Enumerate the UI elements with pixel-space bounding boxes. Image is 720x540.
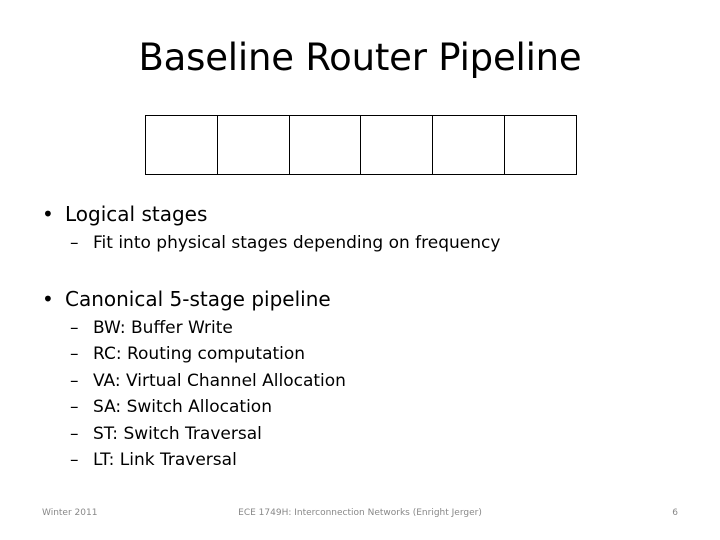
- bullet-heading-label: Canonical 5-stage pipeline: [65, 286, 331, 311]
- pipeline-stage-cell: [505, 116, 576, 174]
- pipeline-stage-cell: [361, 116, 434, 174]
- sub-bullet-list: – BW: Buffer Write – RC: Routing computa…: [0, 315, 720, 474]
- sub-bullet-label: Fit into physical stages depending on fr…: [93, 233, 501, 253]
- pipeline-stage-cell: [289, 116, 362, 174]
- sub-bullet-item: – LT: Link Traversal: [0, 447, 720, 474]
- pipeline-stage-cell: [217, 116, 290, 174]
- page-title: Baseline Router Pipeline: [138, 36, 582, 79]
- footer-page-number: 6: [672, 508, 678, 518]
- bullet-dash-icon: –: [70, 397, 79, 417]
- sub-bullet-item: – BW: Buffer Write: [0, 315, 720, 342]
- sub-bullet-label: RC: Routing computation: [93, 344, 306, 364]
- bullet-dash-icon: –: [70, 317, 79, 338]
- pipeline-stage-table: [145, 115, 577, 175]
- bullet-dot-icon: •: [42, 286, 54, 311]
- pipeline-stage-cell: [146, 116, 218, 174]
- sub-bullet-item: – ST: Switch Traversal: [0, 421, 720, 448]
- sub-bullet-item: – RC: Routing computation: [0, 341, 720, 368]
- footer-course-label: ECE 1749H: Interconnection Networks (Enr…: [238, 508, 482, 518]
- sub-bullet-label: SA: Switch Allocation: [93, 397, 272, 417]
- slide-body: • Logical stages – Fit into physical sta…: [0, 200, 720, 474]
- sub-bullet-item: – SA: Switch Allocation: [0, 394, 720, 421]
- bullet-dash-icon: –: [70, 423, 79, 444]
- bullet-dash-icon: –: [70, 450, 79, 470]
- sub-bullet-item: – Fit into physical stages depending on …: [0, 230, 720, 257]
- bullet-heading-canonical-pipeline: • Canonical 5-stage pipeline: [0, 285, 720, 313]
- sub-bullet-label: VA: Virtual Channel Allocation: [93, 370, 346, 391]
- bullet-heading-logical-stages: • Logical stages: [0, 200, 720, 228]
- pipeline-stage-cell: [433, 116, 506, 174]
- bullet-heading-label: Logical stages: [65, 202, 208, 226]
- sub-bullet-list: – Fit into physical stages depending on …: [0, 230, 720, 257]
- bullet-dash-icon: –: [70, 233, 79, 253]
- bullet-block-logical-stages: • Logical stages – Fit into physical sta…: [0, 200, 720, 257]
- sub-bullet-label: BW: Buffer Write: [93, 317, 233, 338]
- slide-footer: Winter 2011 ECE 1749H: Interconnection N…: [0, 506, 720, 526]
- bullet-dot-icon: •: [42, 202, 54, 226]
- bullet-dash-icon: –: [70, 370, 79, 391]
- sub-bullet-item: – VA: Virtual Channel Allocation: [0, 368, 720, 395]
- sub-bullet-label: LT: Link Traversal: [93, 450, 237, 470]
- bullet-block-canonical-pipeline: • Canonical 5-stage pipeline – BW: Buffe…: [0, 285, 720, 474]
- footer-term-label: Winter 2011: [42, 508, 98, 518]
- sub-bullet-label: ST: Switch Traversal: [93, 423, 262, 444]
- bullet-dash-icon: –: [70, 344, 79, 364]
